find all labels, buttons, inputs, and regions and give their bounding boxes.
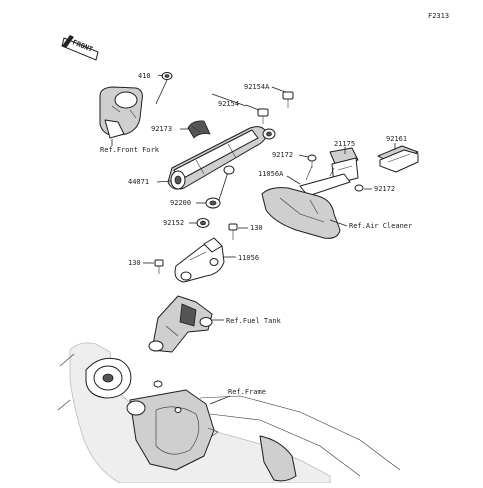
label-92152: 92152 <box>163 219 184 227</box>
ref-air-cleaner: Ref.Air Cleaner <box>349 222 412 230</box>
part-92154A-bolt <box>282 91 294 108</box>
label-11056A: 11056A <box>258 170 284 178</box>
ref-frame: Ref.Frame <box>228 388 266 396</box>
part-11056-bracket <box>174 237 225 283</box>
ref-fuel-tank: Ref.Fuel Tank <box>226 317 282 325</box>
part-92161-rubber <box>377 145 419 173</box>
label-130-right: 130 <box>250 224 263 232</box>
label-11056: 11056 <box>238 254 259 262</box>
part-410-washer <box>161 72 173 80</box>
label-92172-upper: 92172 <box>272 151 293 159</box>
label-44071: 44071 <box>128 178 149 186</box>
label-92172-lower: 92172 <box>374 185 395 193</box>
label-92161: 92161 <box>386 135 407 143</box>
label-21175: 21175 <box>334 140 355 148</box>
part-130-bolt-right <box>228 223 238 240</box>
part-92173-sleeve <box>187 120 211 139</box>
frame-assembly <box>57 342 401 484</box>
label-130-left: 130 <box>128 259 141 267</box>
steering-damper-44071 <box>167 126 276 190</box>
part-92172-screw-upper <box>307 154 317 168</box>
figure-code: F2313 <box>428 12 449 20</box>
label-92200: 92200 <box>170 199 191 207</box>
fuel-tank-mount <box>148 295 213 353</box>
label-92154: 92154 <box>218 100 239 108</box>
part-130-bolt-left <box>154 259 164 274</box>
label-92154A: 92154A <box>244 83 270 91</box>
air-cleaner-housing <box>261 187 341 239</box>
part-92200-bushing <box>205 197 221 209</box>
part-92154-bolt <box>257 108 269 124</box>
front-fork-clamp <box>99 86 143 139</box>
label-410: 410 <box>138 72 151 80</box>
ref-front-fork: Ref.Front Fork <box>100 146 160 154</box>
part-92172-screw-lower <box>354 184 364 192</box>
front-arrow-icon: FRONT <box>61 35 99 61</box>
label-92173: 92173 <box>151 125 172 133</box>
part-92152-collar <box>196 218 210 228</box>
